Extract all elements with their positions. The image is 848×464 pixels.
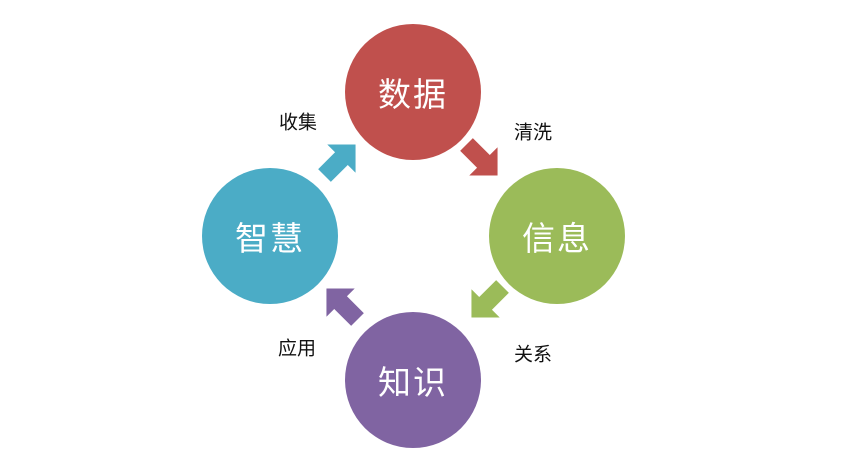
arrow-apply-icon <box>326 288 364 326</box>
node-wisdom: 智慧 <box>202 168 338 304</box>
edge-label-relation: 关系 <box>513 343 553 366</box>
node-label: 智慧 <box>235 219 305 258</box>
arrow-collect-icon <box>318 144 356 182</box>
node-label: 数据 <box>378 75 448 114</box>
edge-label-clean: 清洗 <box>513 121 553 144</box>
node-label: 知识 <box>378 363 448 402</box>
node-information: 信息 <box>489 168 625 304</box>
node-label: 信息 <box>522 219 592 258</box>
node-data: 数据 <box>345 24 481 160</box>
edge-label-apply: 应用 <box>277 337 317 360</box>
arrow-relation-icon <box>471 280 509 318</box>
arrow-clean-icon <box>460 138 498 176</box>
node-knowledge: 知识 <box>345 312 481 448</box>
edge-label-collect: 收集 <box>278 111 318 134</box>
